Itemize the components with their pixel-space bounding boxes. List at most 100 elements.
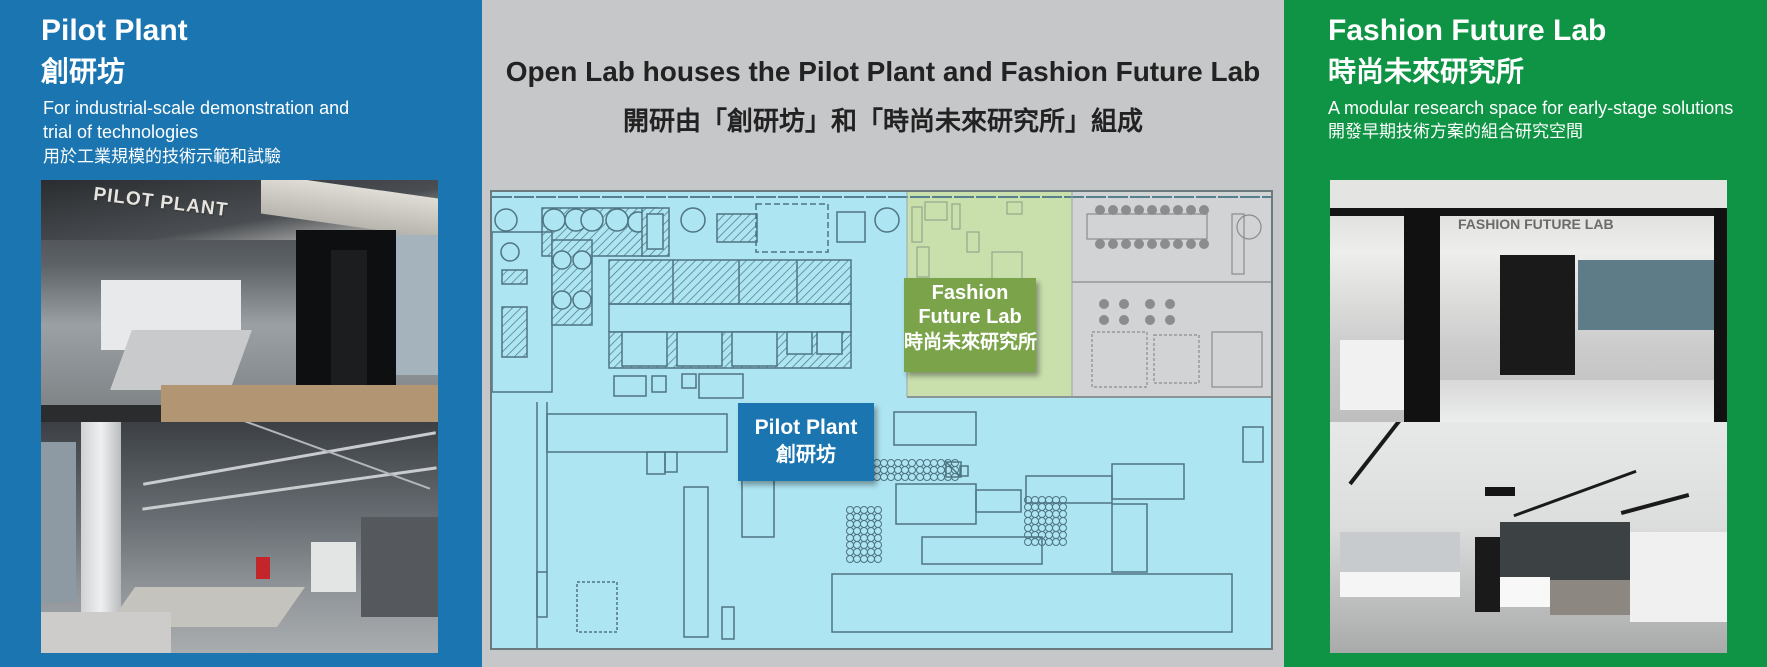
storage-drum-icon	[874, 527, 882, 535]
storage-drum-icon	[930, 466, 938, 474]
storage-drum-icon	[846, 541, 854, 549]
storage-drum-icon	[1038, 510, 1046, 518]
chair-icon	[1160, 205, 1170, 215]
storage-drum-icon	[1024, 517, 1032, 525]
storage-drum-icon	[923, 459, 931, 467]
storage-drum-icon	[1045, 503, 1053, 511]
storage-drum-icon	[874, 513, 882, 521]
storage-drum-icon	[1059, 517, 1067, 525]
storage-drum-icon	[873, 466, 881, 474]
storage-drum-icon	[1024, 524, 1032, 532]
storage-drum-icon	[1045, 524, 1053, 532]
storage-drum-icon	[853, 534, 861, 542]
storage-drum-icon	[1045, 538, 1053, 546]
pilot-plant-panel: Pilot Plant 創研坊 For industrial-scale dem…	[0, 0, 482, 667]
chair-icon	[1145, 299, 1155, 309]
storage-drum-icon	[860, 548, 868, 556]
storage-drum-icon	[1038, 517, 1046, 525]
storage-drum-icon	[880, 459, 888, 467]
storage-drum-icon	[846, 555, 854, 563]
storage-drum-icon	[867, 548, 875, 556]
chair-icon	[1108, 239, 1118, 249]
storage-drum-icon	[853, 555, 861, 563]
storage-drum-icon	[894, 473, 902, 481]
fashion-label-zh: 時尚未來研究所	[904, 331, 1038, 353]
pilot-plant-desc-line2: trial of technologies	[43, 122, 199, 142]
storage-drum-icon	[1024, 503, 1032, 511]
chair-icon	[1173, 239, 1183, 249]
open-lab-title-zh: 開研由「創研坊」和「時尚未來研究所」組成	[622, 107, 1143, 137]
storage-drum-icon	[930, 473, 938, 481]
storage-drum-icon	[874, 506, 882, 514]
open-lab-title: Open Lab houses the Pilot Plant and Fash…	[505, 56, 1261, 87]
chair-icon	[1173, 205, 1183, 215]
storage-drum-icon	[853, 548, 861, 556]
storage-drum-icon	[846, 520, 854, 528]
chair-icon	[1119, 299, 1129, 309]
storage-drum-icon	[916, 466, 924, 474]
storage-drum-icon	[923, 473, 931, 481]
storage-drum-icon	[874, 541, 882, 549]
storage-drum-icon	[874, 534, 882, 542]
storage-drum-icon	[867, 555, 875, 563]
fashion-lab-sign: FASHION FUTURE LAB	[1458, 216, 1614, 232]
storage-drum-icon	[1038, 503, 1046, 511]
storage-drum-icon	[1024, 538, 1032, 546]
storage-drum-icon	[860, 555, 868, 563]
storage-drum-icon	[1031, 510, 1039, 518]
pilot-plant-desc-zh: 用於工業規模的技術示範和試驗	[43, 147, 281, 167]
chair-icon	[1134, 239, 1144, 249]
storage-drum-icon	[887, 466, 895, 474]
storage-drum-icon	[937, 459, 945, 467]
storage-drum-icon	[951, 459, 959, 467]
storage-drum-icon	[901, 459, 909, 467]
storage-drum-icon	[860, 541, 868, 549]
storage-drum-icon	[1031, 524, 1039, 532]
fashion-lab-title: Fashion Future Lab	[1328, 14, 1607, 47]
storage-drum-icon	[1052, 503, 1060, 511]
storage-drum-icon	[1059, 503, 1067, 511]
pilot-plant-title-zh: 創研坊	[41, 55, 126, 88]
pilot-plant-desc-line1: For industrial-scale demonstration and	[43, 98, 350, 118]
storage-drum-icon	[846, 548, 854, 556]
storage-drum-icon	[874, 520, 882, 528]
storage-drum-icon	[951, 473, 959, 481]
fashion-lab-title-zh: 時尚未來研究所	[1328, 55, 1525, 88]
storage-drum-icon	[1059, 531, 1067, 539]
storage-drum-icon	[873, 459, 881, 467]
pilot-plant-interior-photo	[41, 422, 438, 653]
chair-icon	[1121, 205, 1131, 215]
chair-icon	[1165, 315, 1175, 325]
chair-icon	[1199, 239, 1209, 249]
storage-drum-icon	[887, 459, 895, 467]
storage-drum-icon	[923, 466, 931, 474]
storage-drum-icon	[1045, 517, 1053, 525]
storage-drum-icon	[1059, 524, 1067, 532]
chair-icon	[1095, 239, 1105, 249]
chair-icon	[1186, 239, 1196, 249]
chair-icon	[1108, 205, 1118, 215]
storage-drum-icon	[908, 459, 916, 467]
storage-drum-icon	[916, 459, 924, 467]
fashion-future-lab-map-label[interactable]: Fashion Future Lab 時尚未來研究所	[904, 278, 1038, 372]
fashion-future-lab-panel: Fashion Future Lab 時尚未來研究所 A modular res…	[1284, 0, 1767, 667]
storage-drum-icon	[1031, 517, 1039, 525]
storage-drum-icon	[1038, 524, 1046, 532]
storage-drum-icon	[937, 466, 945, 474]
storage-drum-icon	[846, 527, 854, 535]
fashion-label-line1: Fashion	[931, 282, 1009, 304]
pilot-label-en: Pilot Plant	[754, 416, 858, 439]
storage-drum-icon	[880, 466, 888, 474]
storage-drum-icon	[867, 520, 875, 528]
chair-icon	[1095, 205, 1105, 215]
chair-icon	[1121, 239, 1131, 249]
storage-drum-icon	[867, 513, 875, 521]
office-zone	[1072, 192, 1271, 397]
chair-icon	[1199, 205, 1209, 215]
floor-plan-map: Fashion Future Lab 時尚未來研究所 Pilot Plant 創…	[490, 190, 1273, 650]
fashion-lab-desc-zh: 開發早期技術方案的組合研究空間	[1328, 122, 1583, 142]
storage-drum-icon	[867, 527, 875, 535]
storage-drum-icon	[867, 541, 875, 549]
pilot-plant-map-label[interactable]: Pilot Plant 創研坊	[738, 403, 874, 481]
pilot-plant-title: Pilot Plant	[41, 14, 188, 47]
